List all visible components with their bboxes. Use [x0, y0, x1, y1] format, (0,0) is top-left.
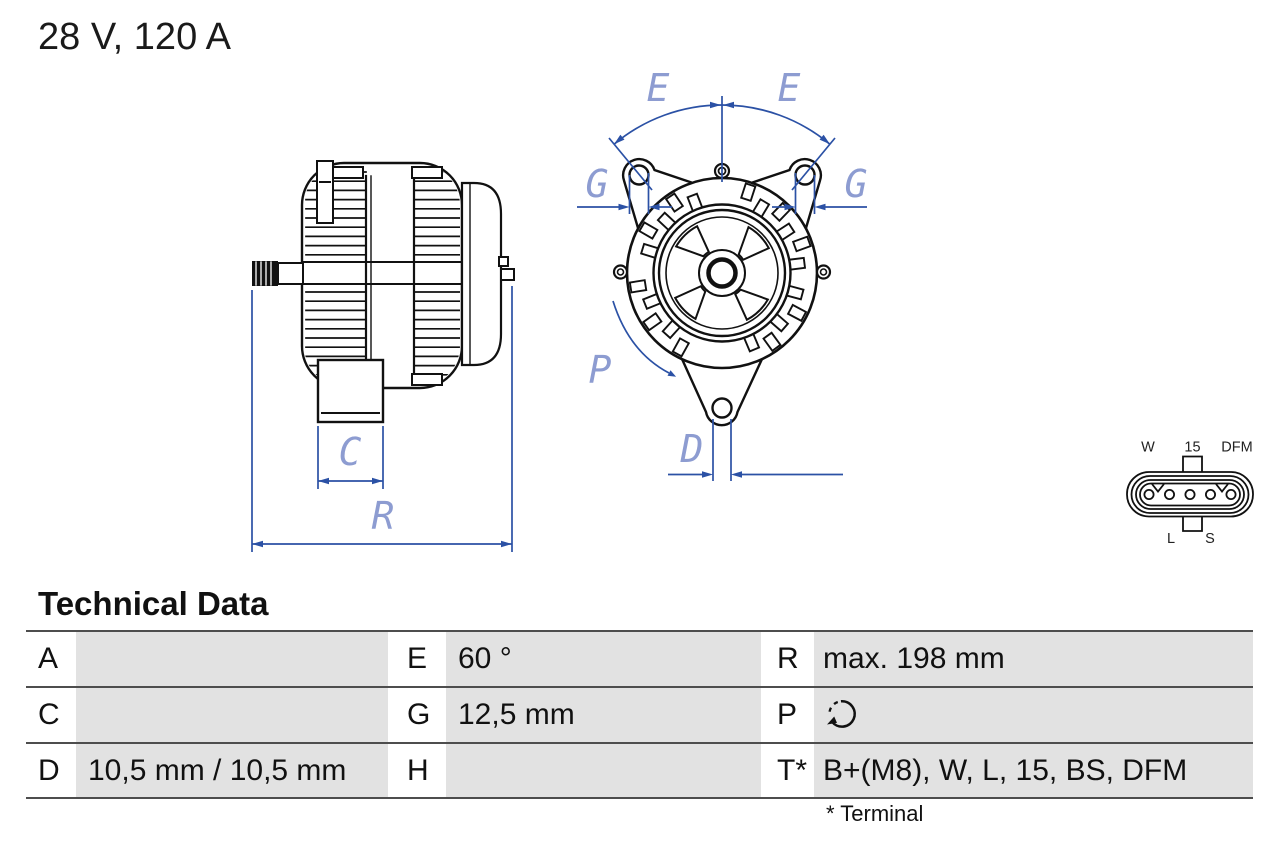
rating-text: 28 V, 120 A: [38, 16, 232, 58]
terminal-footnote: * Terminal: [826, 801, 924, 826]
table-label-a: A: [38, 642, 59, 675]
dimension-annotations: [251, 96, 867, 552]
dim-label-c: C: [339, 430, 362, 474]
connector-pin: [1164, 488, 1176, 500]
connector-label-w: W: [1141, 440, 1155, 456]
fan-blades: [673, 224, 771, 322]
connector-label-l: L: [1167, 531, 1175, 547]
table-rule: [26, 630, 1253, 632]
connector-pin: [1143, 488, 1155, 500]
table-value-p: [814, 688, 1253, 742]
dim-label-p: P: [589, 348, 612, 392]
connector-pin: [1205, 488, 1217, 500]
dimension-labels: C R E E G G P D: [339, 66, 868, 538]
mounting-foot: [316, 358, 385, 424]
table-rule: [26, 742, 1253, 744]
table-title: Technical Data: [38, 585, 269, 622]
terminal-stud: [316, 160, 334, 224]
table-value-g: 12,5 mm: [446, 688, 761, 742]
front-view-drawing: [612, 157, 832, 427]
table-value-a: [76, 632, 388, 686]
table-value-e: 60 °: [446, 632, 761, 686]
dim-label-g-left: G: [586, 162, 609, 206]
table-label-c: C: [38, 698, 60, 731]
table-value-t: B+(M8), W, L, 15, BS, DFM: [814, 744, 1253, 797]
table-rule: [26, 797, 1253, 799]
dim-label-d: D: [680, 427, 704, 471]
table-value-c: [76, 688, 388, 742]
connector-pin: [1225, 488, 1237, 500]
dim-label-e-left: E: [647, 66, 670, 110]
table-value-r: max. 198 mm: [814, 632, 1253, 686]
table-label-h: H: [407, 753, 429, 787]
connector-pin: [1184, 488, 1196, 500]
table-label-g: G: [407, 698, 431, 731]
dim-label-g-right: G: [845, 162, 868, 206]
table-label-t: T*: [777, 753, 807, 787]
side-view-drawing: [252, 160, 515, 424]
table-rule: [26, 686, 1253, 688]
table-label-p: P: [777, 698, 798, 731]
dim-label-r: R: [372, 494, 395, 538]
connector-diagram: W 15 DFM L S: [1126, 440, 1254, 547]
connector-label-15: 15: [1184, 440, 1200, 456]
shaft-hole: [706, 257, 738, 289]
rotation-direction-icon: [827, 700, 856, 728]
rotation-arrow: [612, 300, 670, 374]
dim-label-e-right: E: [778, 66, 801, 110]
pulley-shaft: [277, 262, 304, 285]
mounting-hole-bottom: [711, 397, 733, 419]
technical-drawing: C R E E G G P D W 15: [251, 66, 1254, 552]
table-label-d: D: [38, 753, 60, 787]
table-value-h: [446, 744, 761, 797]
rear-cover: [460, 181, 503, 367]
connector-label-dfm: DFM: [1221, 440, 1252, 456]
table-label-r: R: [777, 642, 799, 675]
table-value-d: 10,5 mm / 10,5 mm: [76, 744, 388, 797]
connector-label-s: S: [1205, 531, 1215, 547]
table-label-e: E: [407, 642, 428, 675]
